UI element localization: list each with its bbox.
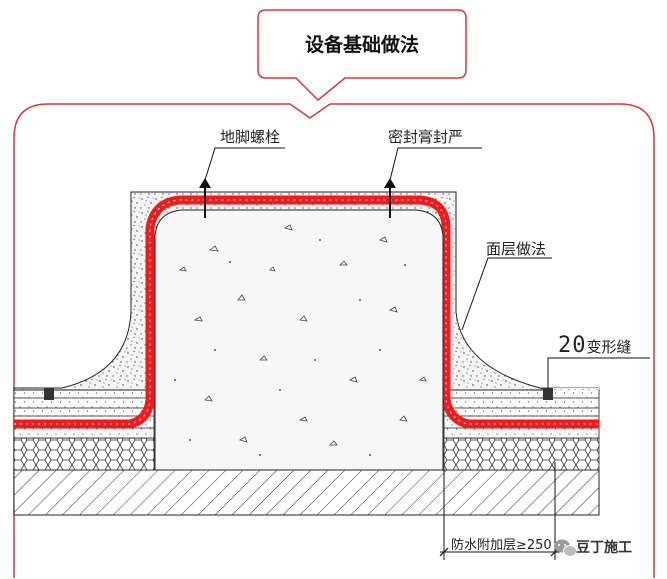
- leader-sealant: [389, 147, 482, 181]
- anchor-bolt-left: [199, 178, 211, 218]
- joint-text: 变形缝: [586, 338, 632, 356]
- label-expansion-joint: 20变形缝: [558, 333, 632, 358]
- diagram-title: 设备基础做法: [304, 33, 419, 56]
- diagram-frame: [13, 103, 655, 578]
- screed-layer-left: [13, 387, 155, 439]
- title-callout: [257, 9, 467, 102]
- anchor-bolt-right: [384, 178, 396, 218]
- label-waterproof-additional-layer: 防水附加层≥250: [451, 538, 552, 553]
- label-anchor-bolt: 地脚螺栓: [220, 128, 281, 146]
- wechat-icon: [554, 539, 577, 557]
- label-surface-layer: 面层做法: [486, 240, 547, 258]
- leader-anchor-bolt: [204, 147, 285, 181]
- aggregate-marks: [179, 224, 427, 446]
- label-sealant: 密封膏封严: [388, 128, 464, 146]
- leader-joint: [547, 357, 650, 390]
- structural-slab: [13, 469, 600, 516]
- screed-layer-right: [443, 387, 600, 439]
- leader-surface-layer: [461, 257, 552, 331]
- expansion-joint-left: [44, 388, 54, 400]
- concrete-foundation: [154, 209, 444, 471]
- expansion-joint-right: [543, 388, 553, 400]
- insulation-layer-right: [443, 437, 600, 471]
- watermark-text: 豆丁施工: [576, 540, 632, 556]
- joint-width: 20: [558, 333, 587, 358]
- insulation-layer-left: [13, 437, 155, 471]
